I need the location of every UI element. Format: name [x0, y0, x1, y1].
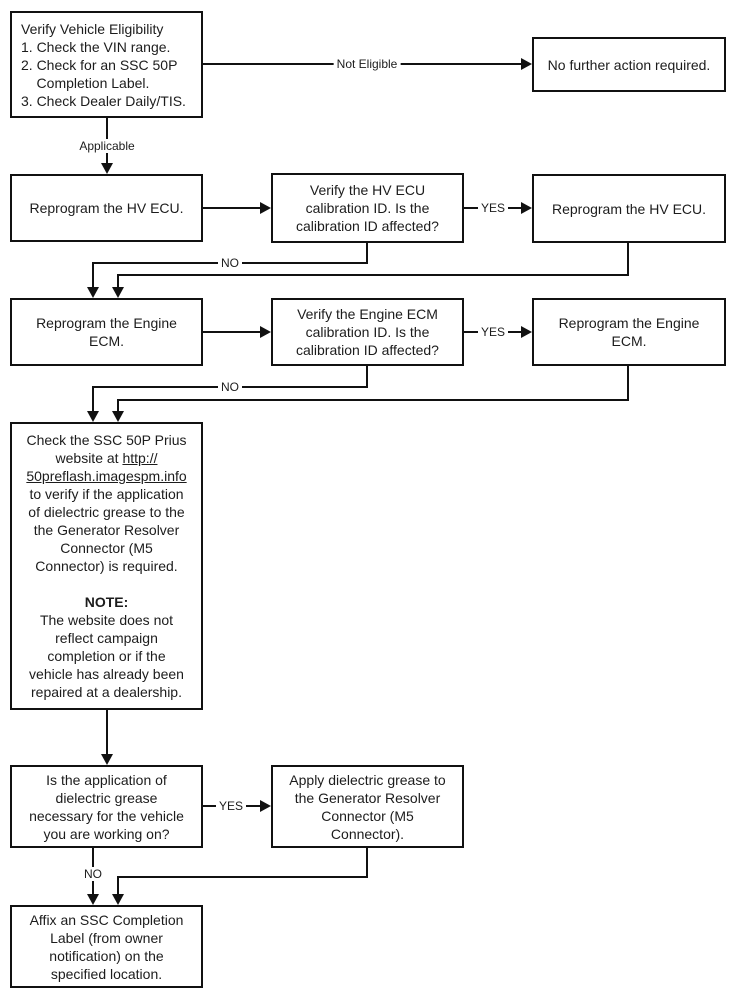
box-reprogram-hv-ecu-again-text: Reprogram the HV ECU.	[551, 200, 707, 217]
arrow-down-icon	[87, 411, 99, 422]
website-link[interactable]: http://	[122, 450, 158, 466]
box-reprogram-engine-ecm-first-text: Reprogram the Engine ECM.	[36, 315, 177, 349]
arrow-right-icon	[260, 800, 271, 812]
connector-grease-return-down-line	[117, 876, 119, 896]
arrow-right-icon	[260, 202, 271, 214]
box-verify-eligibility-text: Verify Vehicle Eligibility 1. Check the …	[21, 20, 186, 109]
box-grease-question: Is the application of dielectric grease …	[10, 765, 203, 848]
website-line-text: website at	[55, 450, 123, 466]
label-yes-engine: YES	[477, 325, 509, 339]
box-verify-eligibility: Verify Vehicle Eligibility 1. Check the …	[10, 11, 203, 118]
label-yes-hv: YES	[477, 201, 509, 215]
label-not-eligible: Not Eligible	[333, 57, 401, 71]
label-no-hv: NO	[218, 256, 242, 270]
website-line: of dielectric grease to the	[28, 504, 185, 520]
arrow-right-icon	[521, 58, 532, 70]
box-reprogram-hv-ecu-first-text: Reprogram the HV ECU.	[29, 200, 184, 216]
box-verify-engine-ecm-calibration: Verify the Engine ECM calibration ID. Is…	[271, 298, 464, 366]
box-no-further-action: No further action required.	[532, 37, 726, 92]
box-reprogram-engine-ecm-first: Reprogram the Engine ECM.	[10, 298, 203, 366]
connector-grease-return-across-line	[117, 876, 368, 878]
connector-no-engine-drop-line	[366, 366, 368, 388]
connector-hv-return-drop-line	[627, 242, 629, 276]
box-check-ssc-website: Check the SSC 50P Prius website at http:…	[10, 422, 203, 710]
box-reprogram-engine-ecm-again-text: Reprogram the Engine ECM.	[558, 315, 700, 349]
box-grease-question-text: Is the application of dielectric grease …	[29, 771, 184, 842]
connector-hv-verify-line	[203, 207, 261, 209]
arrow-down-icon	[87, 894, 99, 905]
arrow-right-icon	[521, 202, 532, 214]
connector-engine-return-drop-line	[627, 366, 629, 401]
box-verify-hv-ecu-calibration: Verify the HV ECU calibration ID. Is the…	[271, 173, 464, 243]
label-yes-grease: YES	[215, 799, 247, 813]
box-affix-completion-label: Affix an SSC Completion Label (from owne…	[10, 905, 203, 988]
note-heading: NOTE:	[84, 594, 129, 610]
website-line: Check the SSC 50P Prius	[26, 432, 187, 448]
website-line: Connector (M5	[60, 540, 153, 556]
arrow-right-icon	[521, 326, 532, 338]
arrow-down-icon	[101, 754, 113, 765]
box-apply-grease: Apply dielectric grease to the Generator…	[271, 765, 464, 848]
box-check-ssc-website-text: Check the SSC 50P Prius website at http:…	[12, 431, 201, 701]
box-reprogram-hv-ecu-first: Reprogram the HV ECU.	[10, 174, 203, 242]
box-reprogram-hv-ecu-again: Reprogram the HV ECU.	[532, 174, 726, 243]
box-reprogram-engine-ecm-again: Reprogram the Engine ECM.	[532, 298, 726, 366]
arrow-down-icon	[112, 894, 124, 905]
connector-engine-verify-line	[203, 331, 261, 333]
website-line: website at http://	[12, 449, 201, 467]
label-no-engine: NO	[218, 380, 242, 394]
box-verify-engine-ecm-calibration-text: Verify the Engine ECM calibration ID. Is…	[296, 306, 439, 358]
blank-line	[12, 575, 201, 593]
connector-no-hv-down-line	[92, 262, 94, 290]
arrow-down-icon	[112, 411, 124, 422]
arrow-down-icon	[87, 287, 99, 298]
box-apply-grease-text: Apply dielectric grease to the Generator…	[289, 771, 446, 842]
website-line: to verify if the application	[29, 486, 184, 502]
connector-engine-return-down-line	[117, 399, 119, 414]
connector-grease-return-drop-line	[366, 848, 368, 878]
connector-hv-return-down-line	[117, 274, 119, 290]
connector-engine-return-across-line	[117, 399, 629, 401]
box-no-further-action-text: No further action required.	[547, 56, 711, 73]
box-affix-completion-label-text: Affix an SSC Completion Label (from owne…	[29, 911, 184, 982]
connector-website-to-question-line	[106, 710, 108, 756]
arrow-down-icon	[112, 287, 124, 298]
website-line: Connector) is required.	[35, 558, 178, 574]
website-line: the Generator Resolver	[33, 522, 180, 538]
box-verify-hv-ecu-calibration-text: Verify the HV ECU calibration ID. Is the…	[296, 182, 439, 234]
arrow-down-icon	[101, 163, 113, 174]
connector-hv-return-across-line	[117, 274, 629, 276]
note-body: The website does not reflect campaign co…	[29, 612, 184, 700]
label-applicable: Applicable	[76, 139, 138, 153]
arrow-right-icon	[260, 326, 271, 338]
website-link-continued[interactable]: 50preflash.imagespm.info	[26, 468, 187, 484]
connector-no-hv-drop-line	[366, 242, 368, 264]
connector-no-engine-down-line	[92, 386, 94, 414]
label-no-grease: NO	[81, 867, 105, 881]
